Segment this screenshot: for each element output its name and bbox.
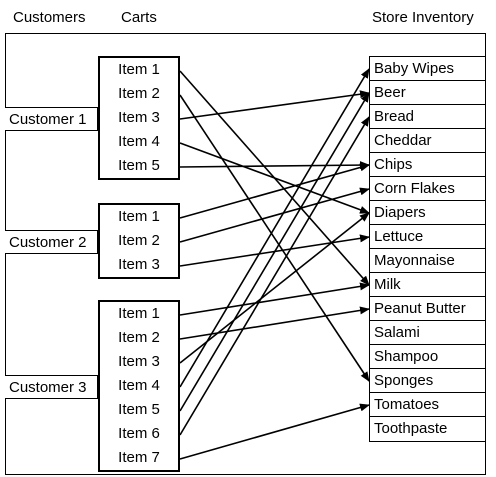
- cart-item: Item 1: [118, 208, 160, 225]
- cart-3: Item 1 Item 2 Item 3 Item 4 Item 5 Item 6 Item…: [98, 300, 180, 472]
- inventory-item-shampoo: Shampoo: [370, 345, 485, 369]
- cart-item: Item 3: [118, 256, 160, 273]
- inventory-item-mayonnaise: Mayonnaise: [370, 249, 485, 273]
- inventory-item-bread: Bread: [370, 105, 485, 129]
- cart-item: Item 5: [118, 401, 160, 418]
- cart-item: Item 2: [118, 329, 160, 346]
- customer-label-1: Customer 1: [5, 107, 98, 131]
- cart-item: Item 3: [118, 353, 160, 370]
- arrow-customer-1-item-5-to-chips: [179, 161, 370, 170]
- header-store-inventory: Store Inventory: [372, 9, 474, 26]
- inventory-item-milk: Milk: [370, 273, 485, 297]
- arrow-customer-3-item-5-to-beer: [179, 92, 370, 412]
- inventory-item-cheddar: Cheddar: [370, 129, 485, 153]
- customer-label-2: Customer 2: [5, 230, 98, 254]
- inventory-item-sponges: Sponges: [370, 369, 485, 393]
- arrow-customer-3-item-7-to-tomatoes: [179, 403, 370, 460]
- cart-item: Item 2: [118, 85, 160, 102]
- cart-1: Item 1 Item 2 Item 3 Item 4 Item 5: [98, 56, 180, 180]
- header-customers: Customers: [13, 9, 86, 26]
- inventory-item-peanut-butter: Peanut Butter: [370, 297, 485, 321]
- inventory-item-lettuce: Lettuce: [370, 225, 485, 249]
- cart-item: Item 4: [118, 133, 160, 150]
- arrow-customer-3-item-2-to-peanut-butter: [179, 306, 370, 340]
- inventory-item-tomatoes: Tomatoes: [370, 393, 485, 417]
- inventory-item-chips: Chips: [370, 153, 485, 177]
- customer-label-3: Customer 3: [5, 375, 98, 399]
- arrow-customer-2-item-1-to-chips: [179, 163, 370, 219]
- inventory-item-toothpaste: Toothpaste: [374, 420, 448, 437]
- diagram-frame: [5, 33, 486, 475]
- cart-item: Item 1: [118, 61, 160, 78]
- inventory-item-corn-flakes: Corn Flakes: [370, 177, 485, 201]
- inventory-item-baby-wipes: Baby Wipes: [370, 57, 485, 81]
- arrow-customer-3-item-3-to-diapers: [179, 212, 370, 364]
- arrow-customer-1-item-3-to-beer: [179, 90, 370, 120]
- cart-item: Item 1: [118, 305, 160, 322]
- arrow-customer-3-item-4-to-baby-wipes: [179, 68, 370, 388]
- cart-item: Item 4: [118, 377, 160, 394]
- cart-item: Item 2: [118, 232, 160, 249]
- cart-item: Item 7: [118, 449, 160, 466]
- arrow-customer-1-item-2-to-sponges: [179, 94, 370, 382]
- cart-item: Item 3: [118, 109, 160, 126]
- cart-item: Item 6: [118, 425, 160, 442]
- arrow-customer-3-item-6-to-bread: [179, 116, 370, 436]
- inventory-item-beer: Beer: [370, 81, 485, 105]
- arrow-customer-3-item-1-to-milk: [179, 282, 370, 316]
- inventory-item-salami: Salami: [370, 321, 485, 345]
- cart-2: Item 1 Item 2 Item 3: [98, 203, 180, 279]
- header-carts: Carts: [121, 9, 157, 26]
- arrow-customer-1-item-4-to-diapers: [179, 142, 370, 214]
- cart-item: Item 5: [118, 157, 160, 174]
- arrow-customer-2-item-2-to-corn-flakes: [179, 187, 370, 243]
- inventory-item-diapers: Diapers: [370, 201, 485, 225]
